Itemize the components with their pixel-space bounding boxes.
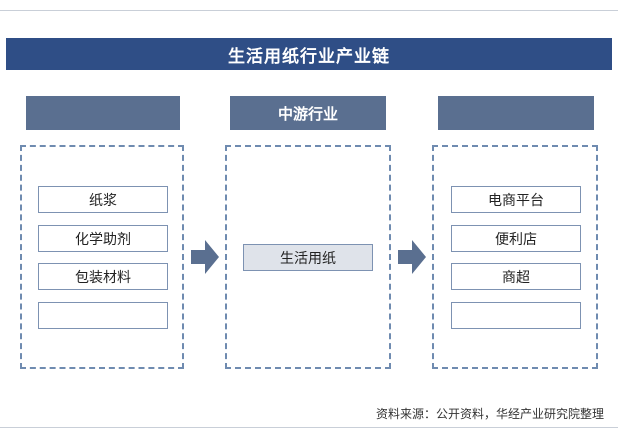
upstream-item-packaging: 包装材料 [38, 263, 168, 290]
upstream-header [26, 96, 180, 130]
downstream-header [438, 96, 594, 130]
bottom-divider [0, 427, 618, 428]
upstream-item-blank [38, 302, 168, 329]
downstream-group [432, 145, 598, 369]
downstream-item-convenience: 便利店 [451, 225, 581, 252]
downstream-item-ecommerce: 电商平台 [451, 186, 581, 213]
downstream-item-supermarket: 商超 [451, 263, 581, 290]
upstream-item-chemicals: 化学助剂 [38, 225, 168, 252]
upstream-group [20, 145, 184, 369]
upstream-item-pulp: 纸浆 [38, 186, 168, 213]
midstream-header: 中游行业 [230, 96, 386, 130]
diagram-title: 生活用纸行业产业链 [6, 38, 612, 70]
source-note: 资料来源：公开资料，华经产业研究院整理 [375, 407, 604, 421]
arrow-right-icon [398, 240, 426, 274]
midstream-group [225, 145, 391, 369]
arrow-right-icon [191, 240, 219, 274]
midstream-item-tissue: 生活用纸 [243, 244, 373, 271]
top-divider [0, 10, 618, 11]
downstream-item-blank [451, 302, 581, 329]
